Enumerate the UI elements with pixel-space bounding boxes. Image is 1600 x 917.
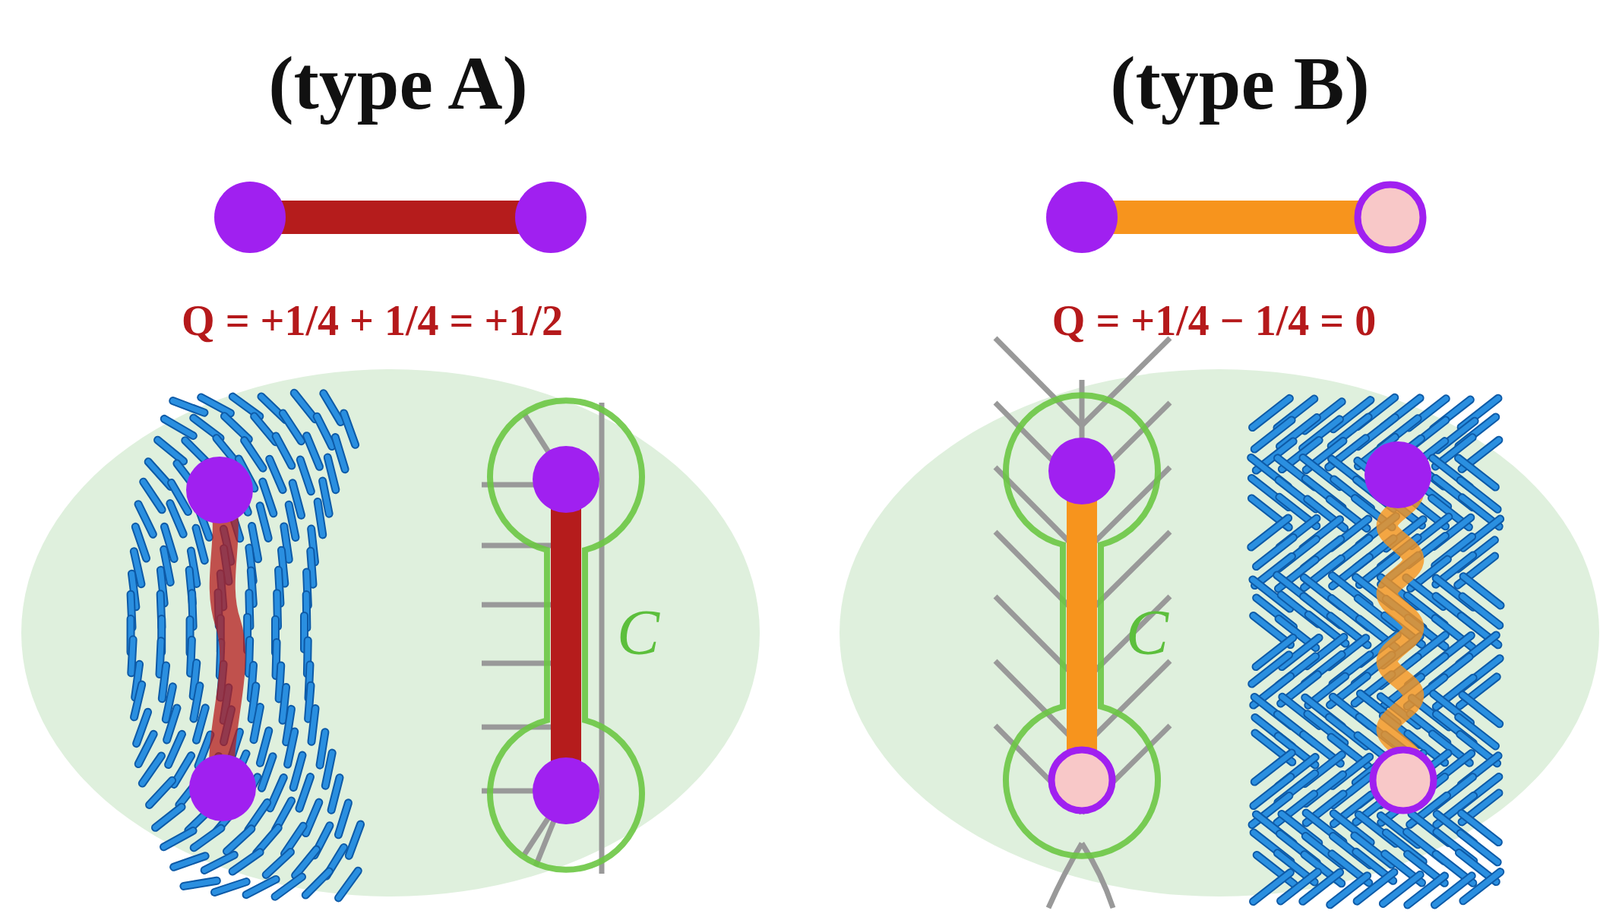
domain-ellipse [21,369,760,897]
director-lines [995,338,1170,908]
defect-dot [1051,749,1113,811]
defect-dot [186,456,253,524]
defect-bond [550,479,582,791]
contour-label: C [616,597,660,668]
defect-line [219,490,233,788]
charge-equation: Q = +1/4 + 1/4 = +1/2 [181,297,563,345]
defect-dot [532,757,600,825]
defect-line [1387,474,1414,781]
panel-title: (type B) [1109,41,1370,126]
domain-ellipse [839,369,1600,897]
panel-title: (type A) [268,41,529,126]
charge-equation: Q = +1/4 − 1/4 = 0 [1052,297,1376,345]
defect-dot [532,445,600,513]
defect-dot [1372,749,1434,811]
defect-dot [189,754,257,822]
director-rods [130,392,361,899]
defect-dot [1364,441,1432,509]
defect-bond [1066,471,1098,781]
contour-label: C [1125,597,1169,668]
director-rods [1251,397,1501,905]
type-b-icon [1046,181,1423,253]
type-a-icon [214,181,587,253]
defect-dot [1048,437,1116,505]
